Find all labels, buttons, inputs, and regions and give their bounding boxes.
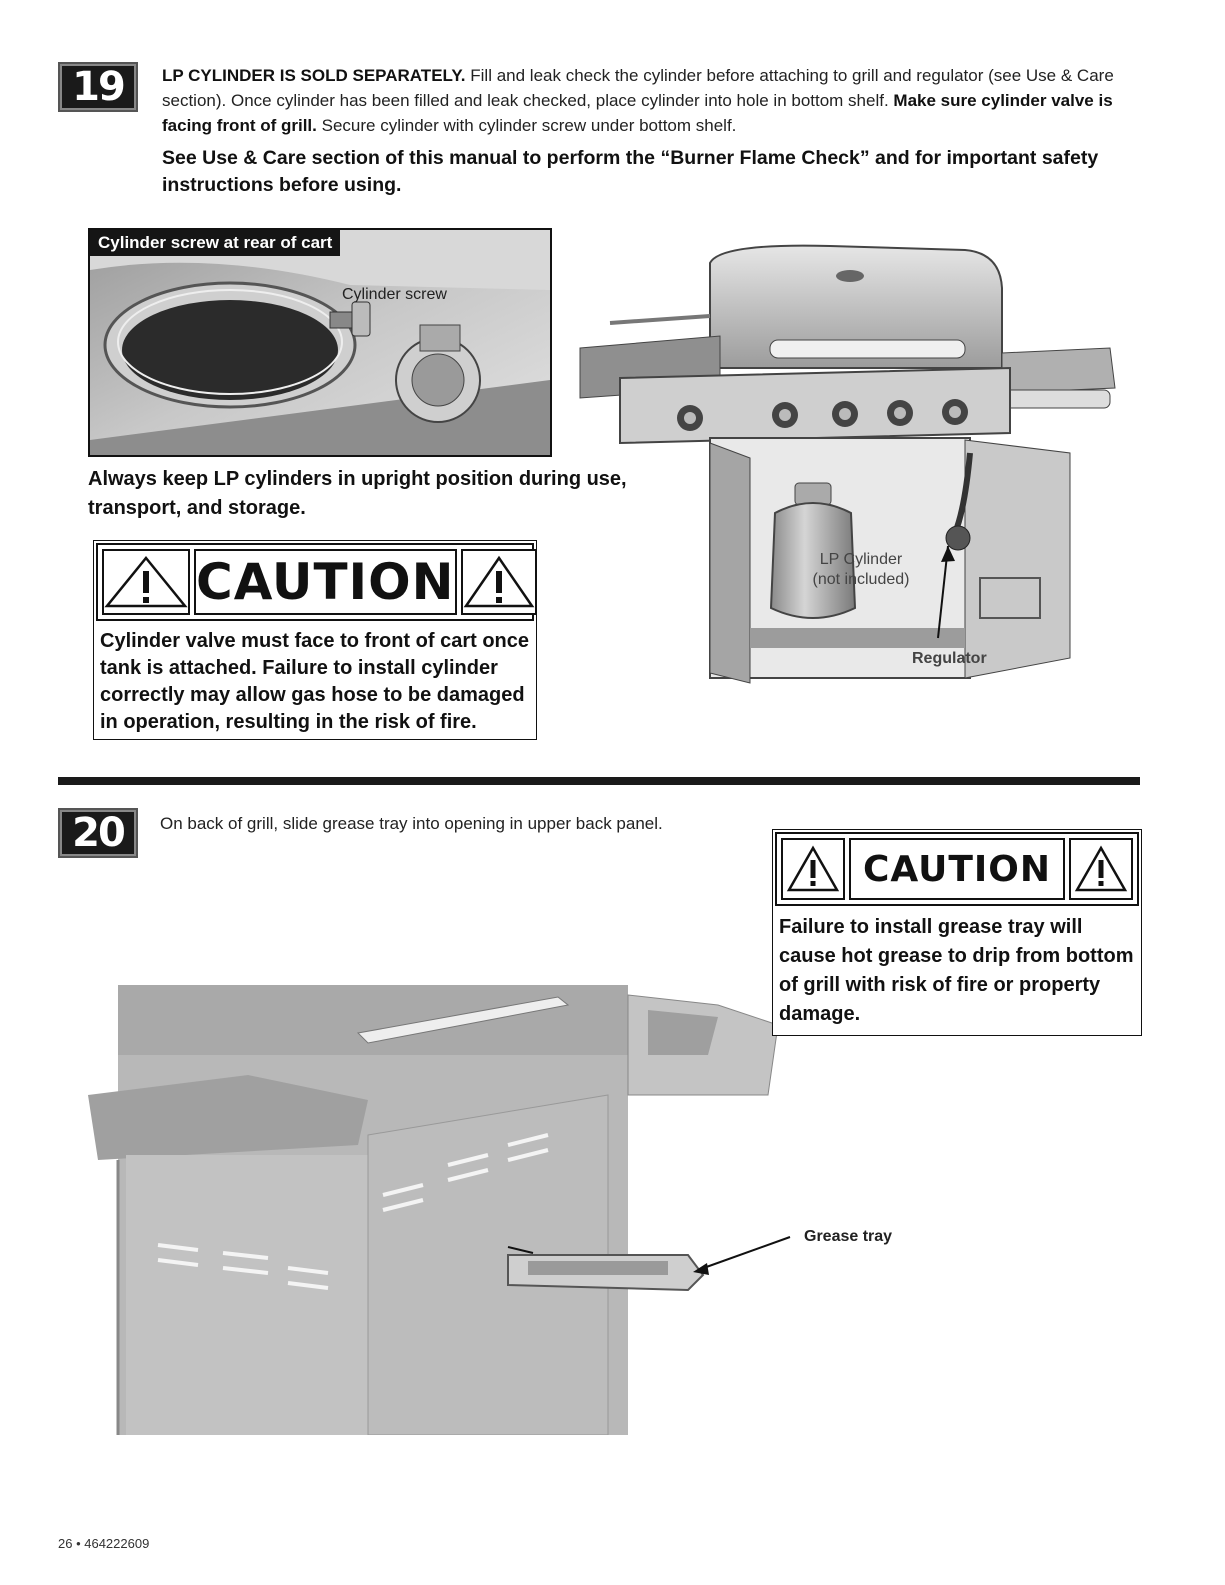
cylinder-screw-label: Cylinder screw (342, 286, 447, 303)
inset-title: Cylinder screw at rear of cart (90, 230, 341, 256)
upright-note: Always keep LP cylinders in upright posi… (88, 468, 627, 519)
step-19-lead: LP CYLINDER IS SOLD SEPARATELY. (162, 66, 466, 85)
cylinder-screw-inset: Cylinder screw at rear of cart Cylinder … (88, 228, 552, 457)
regulator-label: Regulator (912, 650, 987, 667)
lp-cylinder-label: LP Cylinder (not included) (806, 550, 916, 590)
caution-header: CAUTION (775, 832, 1139, 906)
caution-text: Failure to install grease tray will caus… (779, 916, 1134, 1025)
step-19-instructions: LP CYLINDER IS SOLD SEPARATELY. Fill and… (162, 63, 1152, 138)
step-number-20: 20 (58, 808, 138, 858)
step-19-safety-note: See Use & Care section of this manual to… (162, 147, 1099, 196)
step-19-valve-note: Make sure cylinder valve is facing front… (162, 91, 1113, 135)
grill-back-drawing (88, 985, 791, 1436)
caution-header: CAUTION (96, 543, 537, 621)
grill-illustration (579, 244, 1116, 684)
grill-cylinder-illustration: LP Cylinder (not included) Regulator (570, 228, 1130, 698)
step-19-text-1: Fill and leak check the cylinder before … (162, 66, 1114, 110)
grease-tray-label: Grease tray (804, 1228, 893, 1245)
step-19-text-2: Secure cylinder with cylinder screw unde… (316, 116, 737, 135)
caution-heading: CAUTION (194, 549, 457, 615)
warning-triangle-icon (781, 838, 845, 900)
cylinder-screw-illustration (90, 230, 550, 455)
lp-cylinder-label-line2: (not included) (812, 571, 910, 588)
caution-box-cylinder: CAUTION Cylinder valve must face to fron… (93, 540, 537, 740)
grill-back-illustration (88, 985, 808, 1436)
section-divider (58, 777, 1140, 785)
lp-cylinder-label-line1: LP Cylinder (819, 551, 903, 568)
warning-triangle-icon (1069, 838, 1133, 900)
page-footer: 26 • 464222609 (58, 1536, 150, 1551)
caution-text: Cylinder valve must face to front of car… (100, 630, 529, 733)
step-20-instructions: On back of grill, slide grease tray into… (160, 814, 663, 833)
warning-triangle-icon (102, 549, 190, 615)
warning-triangle-icon (460, 549, 537, 615)
caution-heading: CAUTION (849, 838, 1065, 900)
caution-box-grease-tray: CAUTION Failure to install grease tray w… (772, 829, 1142, 1036)
step-number-19: 19 (58, 62, 138, 112)
